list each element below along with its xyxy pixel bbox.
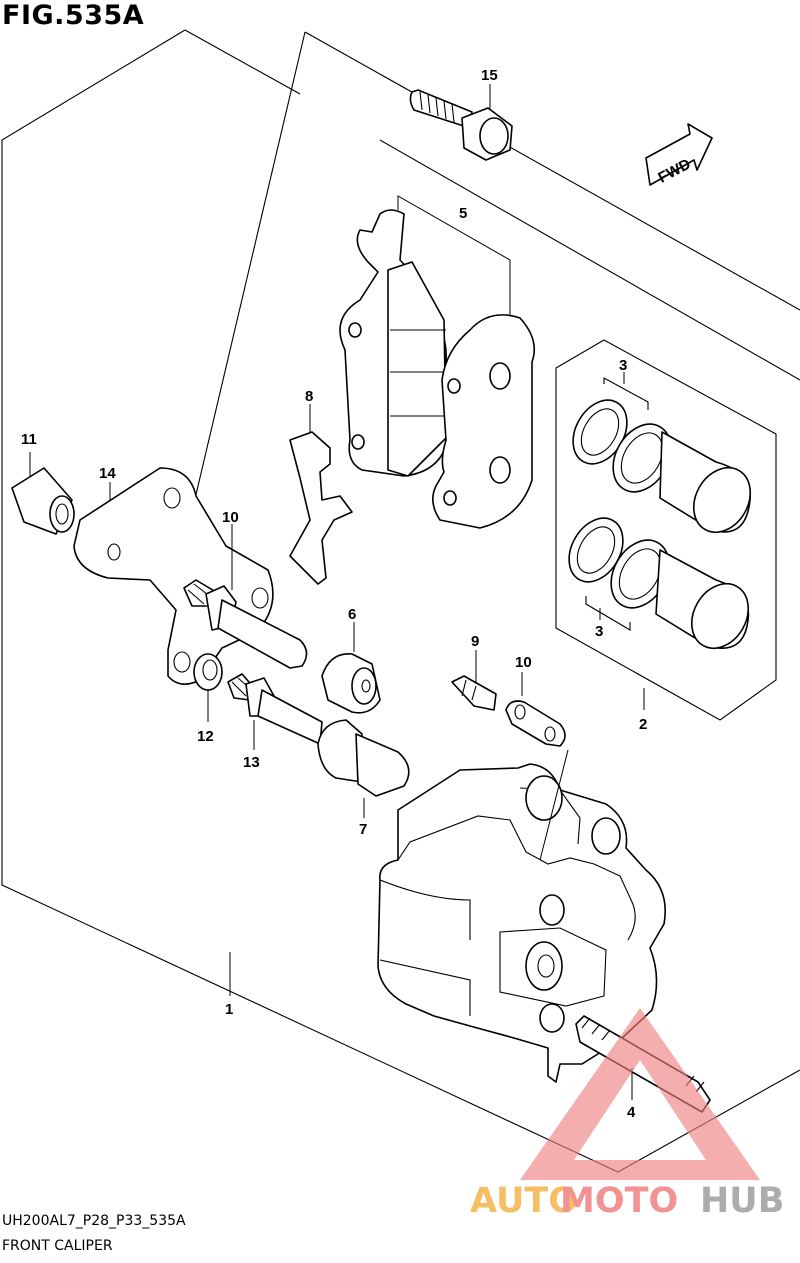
bracket-group-frame-left	[189, 31, 306, 521]
callout-8: 8	[305, 388, 313, 405]
callout-13: 12	[197, 728, 214, 745]
caliper-bracket-15	[73, 467, 274, 685]
callout-11: 10	[222, 509, 239, 526]
diagram-caption: FRONT CALIPER	[2, 1238, 113, 1254]
callout-9: 9	[471, 633, 479, 650]
callout-3-bottom: 3	[595, 623, 603, 640]
bushing-12	[11, 452, 75, 535]
callout-6: 6	[348, 606, 356, 623]
callout-12: 11	[21, 431, 37, 448]
boot-6	[321, 622, 381, 714]
pad-spring-8	[289, 404, 353, 585]
boot-7	[317, 719, 410, 818]
callout-4: 5	[459, 205, 467, 222]
assembly-1-frame-top-2	[379, 139, 800, 381]
callout-3-top: 3	[619, 357, 627, 374]
bracket-group-frame	[304, 31, 800, 311]
washer-13	[193, 653, 223, 722]
watermark-word-auto: AUTO	[470, 1181, 578, 1221]
watermark-word-hub: HUB	[700, 1181, 784, 1221]
figure-title: FIG.535A	[2, 0, 145, 31]
callout-16: 15	[481, 67, 498, 84]
callout-1: 1	[225, 1001, 233, 1018]
callout-5: 4	[627, 1104, 636, 1121]
bolt-16	[409, 84, 513, 161]
callout-2: 2	[639, 716, 647, 733]
callout-7: 7	[359, 821, 367, 838]
callout-15: 14	[99, 465, 116, 482]
bleeder-screw-9	[451, 650, 497, 711]
pin-bolt-14	[227, 673, 323, 750]
watermark-triangle-icon	[520, 1008, 760, 1180]
pin-bolt-11	[183, 524, 308, 669]
callout-14: 13	[243, 754, 260, 771]
brake-pad-set-4	[339, 195, 536, 529]
diagram-code: UH200AL7_P28_P33_535A	[2, 1213, 186, 1229]
caliper-body-1	[229, 749, 666, 1083]
piston-set-2	[555, 339, 777, 721]
callout-labels: 15 5 3 8 11 14 10 6 3 9 10 2 12 13 7 1 4	[21, 67, 647, 1121]
watermark-word-moto: MOTO	[560, 1181, 678, 1221]
watermark-logo: AUTO MOTO HUB	[470, 1008, 784, 1221]
callout-10: 10	[515, 654, 532, 671]
assembly-1-frame-top	[184, 29, 301, 95]
bleeder-cap-10	[505, 672, 566, 747]
assembly-1-frame	[1, 29, 800, 1173]
fwd-arrow-icon: FWD	[645, 123, 713, 187]
